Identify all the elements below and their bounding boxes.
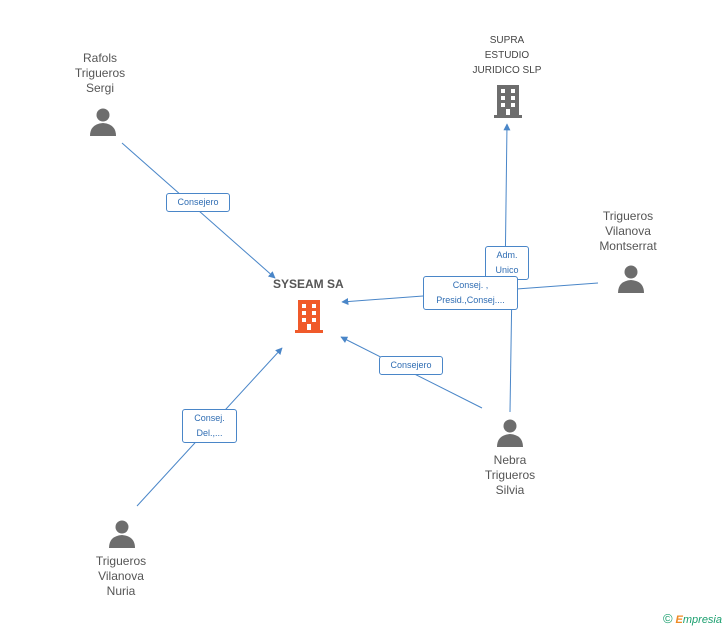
person-icon-nuria[interactable]	[107, 519, 137, 549]
building-icon-supra[interactable]	[492, 84, 524, 118]
building-icon-syseam[interactable]	[293, 299, 325, 333]
relation-label-silvia[interactable]: Consejero	[379, 356, 443, 375]
copyright-symbol: ©	[662, 611, 673, 626]
person-icon-silvia[interactable]	[495, 418, 525, 448]
brand-logo-text: mpresia	[682, 614, 722, 626]
footer-brand: ©Empresia	[663, 611, 722, 626]
node-label-supra[interactable]: SUPRA ESTUDIO JURIDICO SLP	[472, 35, 542, 76]
relation-label-nuria[interactable]: Consej. Del.,...	[182, 409, 237, 443]
brand-logo-e: E	[675, 614, 683, 626]
central-node-label[interactable]: SYSEAM SA	[273, 277, 344, 291]
node-label-montserrat[interactable]: Trigueros Vilanova Montserrat	[599, 209, 657, 253]
node-label-rafols[interactable]: Rafols Trigueros Sergi	[74, 51, 126, 95]
node-label-silvia[interactable]: Nebra Trigueros Silvia	[484, 453, 536, 497]
person-icon-montserrat[interactable]	[616, 264, 646, 294]
person-icon-rafols[interactable]	[88, 107, 118, 137]
relation-label-montserrat-adm[interactable]: Adm. Unico	[485, 246, 529, 280]
relation-label-montserrat-consej[interactable]: Consej. , Presid.,Consej....	[423, 276, 518, 310]
node-label-nuria[interactable]: Trigueros Vilanova Nuria	[95, 554, 147, 598]
relation-label-rafols[interactable]: Consejero	[166, 193, 230, 212]
